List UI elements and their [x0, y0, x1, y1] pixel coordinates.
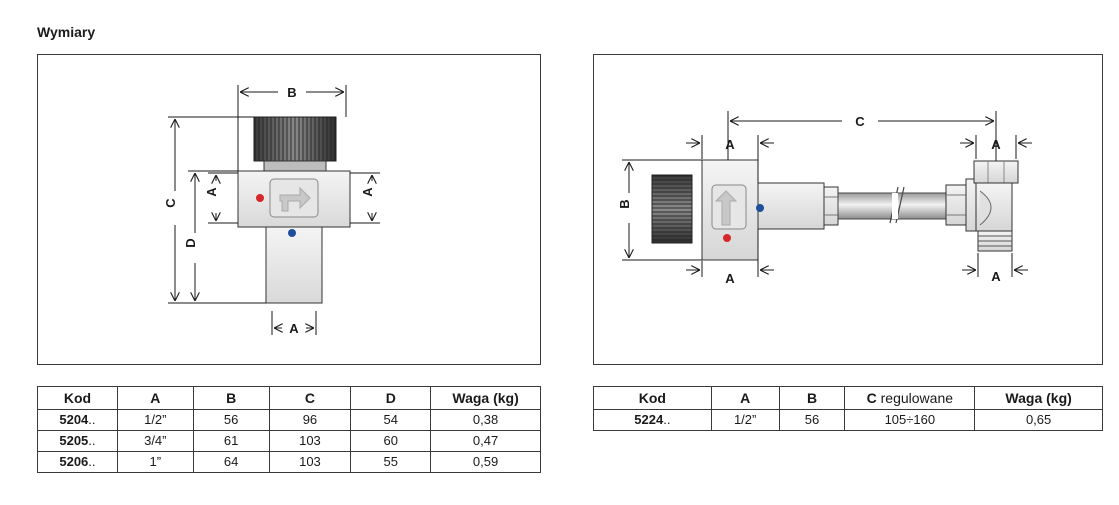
table-row: 5206.. 1” 64 103 55 0,59	[37, 451, 541, 473]
cell-d: 60	[350, 430, 432, 452]
col-header-b: B	[778, 386, 846, 410]
col-header-a: A	[116, 386, 194, 410]
flexible-hose	[837, 186, 947, 224]
hose-nut-left	[823, 186, 839, 226]
cell-waga: 0,47	[430, 430, 541, 452]
cell-kod: 5206..	[37, 451, 118, 473]
cold-marker-icon	[288, 229, 296, 237]
cell-a: 1”	[116, 451, 194, 473]
cell-c: 96	[268, 409, 352, 431]
col-header-waga: Waga (kg)	[974, 386, 1103, 410]
cold-marker-icon	[756, 204, 764, 212]
table-header-row: Kod A B C regulowane Waga (kg)	[593, 386, 1103, 410]
dim-label-b: B	[617, 199, 632, 208]
col-header-kod: Kod	[37, 386, 118, 410]
cell-b: 64	[192, 451, 270, 473]
section-title: Wymiary	[37, 24, 96, 40]
cell-a: 1/2”	[710, 409, 780, 431]
dim-label-a-left: A	[204, 187, 219, 197]
valve-knob	[253, 116, 337, 174]
cell-a: 3/4”	[116, 430, 194, 452]
cell-b: 56	[778, 409, 846, 431]
cell-d: 55	[350, 451, 432, 473]
dim-label-a-right: A	[360, 187, 375, 197]
dim-label-a-bottom-left: A	[725, 271, 735, 286]
col-header-a: A	[710, 386, 780, 410]
dim-label-a-bottom: A	[289, 321, 299, 336]
dim-label-a-bottom-right: A	[991, 269, 1001, 284]
col-header-d: D	[350, 386, 432, 410]
dimensions-table-left: Kod A B C D Waga (kg) 5204.. 1/2” 56 96 …	[37, 386, 541, 473]
dim-label-a-top-right: A	[991, 137, 1001, 152]
cell-c: 103	[268, 451, 352, 473]
valve-knob	[651, 174, 693, 244]
cell-b: 61	[192, 430, 270, 452]
cell-d: 54	[350, 409, 432, 431]
diagram-left-frame: B C D A A A	[37, 54, 541, 365]
cell-b: 56	[192, 409, 270, 431]
dim-label-d: D	[183, 238, 198, 247]
col-header-b: B	[192, 386, 270, 410]
col-header-kod: Kod	[593, 386, 712, 410]
diagram-right-frame: C B A A A A	[593, 54, 1103, 365]
angle-fitting	[945, 160, 1019, 252]
valve-dimension-diagram: B C D A A A	[163, 85, 380, 336]
dim-label-a-top-left: A	[725, 137, 735, 152]
cell-c: 105÷160	[844, 409, 976, 431]
hot-marker-icon	[256, 194, 264, 202]
table-row: 5224.. 1/2” 56 105÷160 0,65	[593, 409, 1103, 431]
hot-marker-icon	[723, 234, 731, 242]
cell-waga: 0,38	[430, 409, 541, 431]
table-row: 5204.. 1/2” 56 96 54 0,38	[37, 409, 541, 431]
cell-kod: 5204..	[37, 409, 118, 431]
valve-body	[237, 170, 351, 304]
cell-kod: 5205..	[37, 430, 118, 452]
cell-kod: 5224..	[593, 409, 712, 431]
dim-label-c: C	[163, 198, 178, 208]
table-header-row: Kod A B C D Waga (kg)	[37, 386, 541, 410]
col-header-c: C regulowane	[844, 386, 976, 410]
col-header-waga: Waga (kg)	[430, 386, 541, 410]
table-row: 5205.. 3/4” 61 103 60 0,47	[37, 430, 541, 452]
cell-a: 1/2”	[116, 409, 194, 431]
dim-label-c: C	[855, 114, 865, 129]
dimensions-table-right: Kod A B C regulowane Waga (kg) 5224.. 1/…	[593, 386, 1103, 431]
cell-c: 103	[268, 430, 352, 452]
valve-kit-dimension-diagram: C B A A A A	[617, 111, 1032, 286]
cell-waga: 0,65	[974, 409, 1103, 431]
cell-waga: 0,59	[430, 451, 541, 473]
dim-label-b: B	[287, 85, 296, 100]
valve-body	[701, 159, 825, 261]
col-header-c: C	[268, 386, 352, 410]
